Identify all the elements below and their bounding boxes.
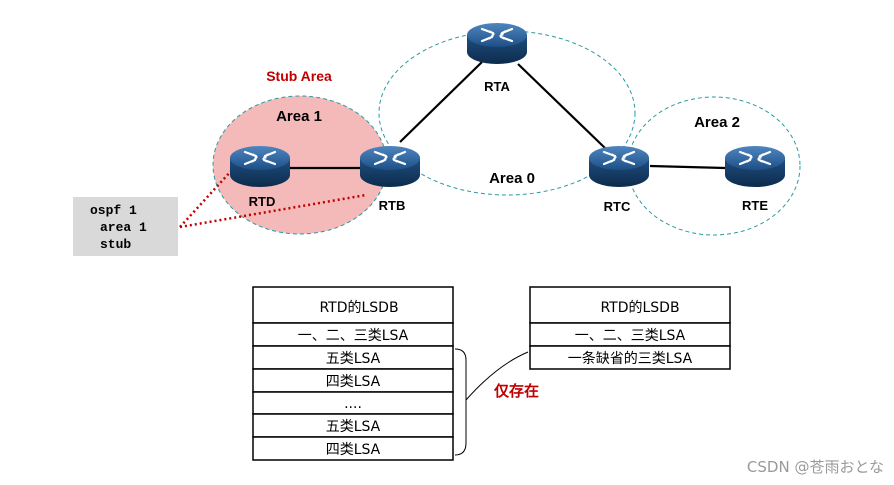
lsdb-left-title: RTD的LSDB [319, 300, 398, 316]
router-label-rtd: RTD [249, 194, 276, 209]
lsdb-right-title: RTD的LSDB [600, 300, 679, 316]
router-icon-rtb [358, 144, 422, 189]
router-label-rte: RTE [742, 198, 768, 213]
lsdb-left-row: 四类LSA [326, 374, 381, 390]
router-label-rtc: RTC [604, 199, 631, 214]
lsdb-right-row: 一条缺省的三类LSA [568, 350, 693, 367]
router-label-rtb: RTB [379, 198, 406, 213]
link-rtc-rte [649, 164, 726, 170]
lsdb-left-row: .... [344, 396, 362, 412]
lsdb-left-row: 五类LSA [326, 419, 381, 435]
lsdb-left-row: 四类LSA [326, 442, 381, 458]
router-label-rta: RTA [484, 79, 510, 94]
area-0-label: Area 0 [489, 170, 535, 187]
rows-bracket [454, 348, 467, 456]
router-icon-rte [723, 144, 787, 189]
link-rtb-rta [399, 61, 483, 143]
watermark: CSDN @苍雨おとな [747, 458, 884, 476]
stub-area-label: Stub Area [266, 68, 332, 84]
config-line-3: stub [100, 237, 131, 252]
area-2-region [627, 96, 801, 236]
lsdb-left-row: 一、二、三类LSA [298, 328, 409, 344]
only-exists-label: 仅存在 [493, 382, 539, 400]
config-pointer-lines [179, 169, 367, 229]
config-line-1: ospf 1 [90, 203, 137, 218]
router-icon-rtc [587, 144, 651, 189]
area-1-label: Area 1 [276, 108, 322, 125]
lsdb-table-left: RTD的LSDB 一、二、三类LSA 五类LSA 四类LSA .... 五类LS… [252, 286, 454, 461]
router-icon-rtd [228, 144, 292, 189]
router-icon-rta [465, 21, 529, 66]
link-rta-rtc [517, 63, 606, 149]
config-line-2: area 1 [100, 220, 147, 235]
lsdb-right-row: 一、二、三类LSA [575, 328, 686, 344]
lsdb-left-row: 五类LSA [326, 351, 381, 367]
lsdb-table-right: RTD的LSDB 一、二、三类LSA 一条缺省的三类LSA [529, 286, 731, 370]
config-box [73, 197, 178, 256]
bracket-pointer [465, 351, 529, 401]
area-2-label: Area 2 [694, 114, 740, 131]
